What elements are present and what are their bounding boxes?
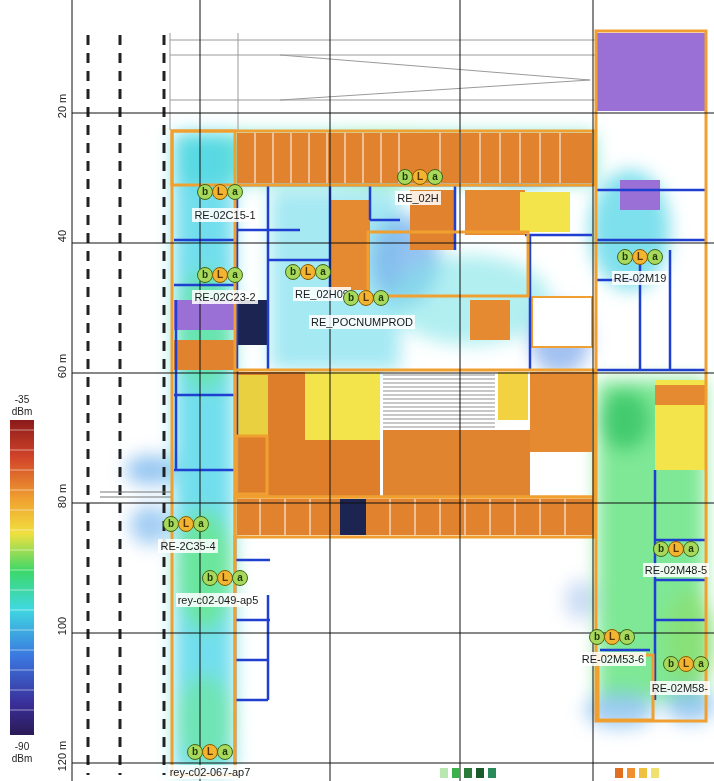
access-point-band: L (178, 516, 194, 532)
access-point-band: a (232, 570, 248, 586)
exterior-structure (170, 33, 595, 130)
access-point-name: rey-c02-067-ap7 (168, 765, 253, 779)
access-point-name: RE-2C35-4 (158, 539, 217, 553)
access-point-band: b (397, 169, 413, 185)
signal-heatmap (125, 133, 714, 773)
scale-ticks (10, 430, 34, 710)
access-point-band: b (653, 541, 669, 557)
access-point-band: L (212, 267, 228, 283)
access-point-name: RE_02H (395, 191, 441, 205)
access-point-band: L (300, 264, 316, 280)
access-point-name: RE-02C15-1 (192, 208, 257, 222)
access-point-name: RE_POCNUMPROD (309, 315, 415, 329)
access-point-name: RE-02M48-5 (643, 563, 709, 577)
walls (174, 185, 705, 775)
axis-tick-label: 40 (56, 230, 68, 242)
signal-scale (10, 420, 34, 735)
access-point-band: b (197, 184, 213, 200)
access-point-band: L (217, 570, 233, 586)
access-point-band: a (619, 629, 635, 645)
access-point-band: b (197, 267, 213, 283)
access-point-name: RE-02C23-2 (192, 290, 257, 304)
building-outline (172, 31, 706, 775)
access-point-band: b (343, 290, 359, 306)
access-point-band: L (632, 249, 648, 265)
access-point-band: L (604, 629, 620, 645)
access-point-band: L (678, 656, 694, 672)
room-dividers (255, 133, 565, 535)
axis-tick-label: 20 m (56, 94, 68, 118)
scale-label: -90 dBm (5, 741, 39, 765)
access-point-band: a (217, 744, 233, 760)
access-point-band: b (589, 629, 605, 645)
axis-tick-label: 100 (56, 617, 68, 635)
scale-label: -35 dBm (5, 394, 39, 418)
mini-swatches (440, 768, 659, 778)
access-point-band: b (663, 656, 679, 672)
access-point-band: L (358, 290, 374, 306)
access-point-band: a (683, 541, 699, 557)
structural-columns (88, 35, 164, 775)
access-point-band: a (427, 169, 443, 185)
access-point-band: b (617, 249, 633, 265)
access-point-band: b (163, 516, 179, 532)
access-point-band: a (693, 656, 709, 672)
axis-tick-label: 60 m (56, 354, 68, 378)
access-point-band: b (187, 744, 203, 760)
access-point-band: a (315, 264, 331, 280)
access-point-band: a (647, 249, 663, 265)
access-point-band: L (668, 541, 684, 557)
access-point-band: L (202, 744, 218, 760)
access-point-band: b (202, 570, 218, 586)
access-point-name: RE-02M53-6 (580, 652, 646, 666)
axis-tick-label: 80 m (56, 484, 68, 508)
access-point-band: L (212, 184, 228, 200)
access-point-band: a (193, 516, 209, 532)
access-point-band: a (227, 267, 243, 283)
access-point-band: L (412, 169, 428, 185)
rooms (174, 33, 705, 535)
access-point-band: a (373, 290, 389, 306)
access-point-name: RE-02M58- (650, 681, 710, 695)
grid-lines (72, 0, 714, 781)
access-point-band: a (227, 184, 243, 200)
exterior-ticks (100, 492, 172, 497)
access-point-band: b (285, 264, 301, 280)
access-point-name: rey-c02-049-ap5 (176, 593, 261, 607)
access-point-name: RE-02M19 (612, 271, 669, 285)
axis-tick-label: 120 m (56, 741, 68, 772)
